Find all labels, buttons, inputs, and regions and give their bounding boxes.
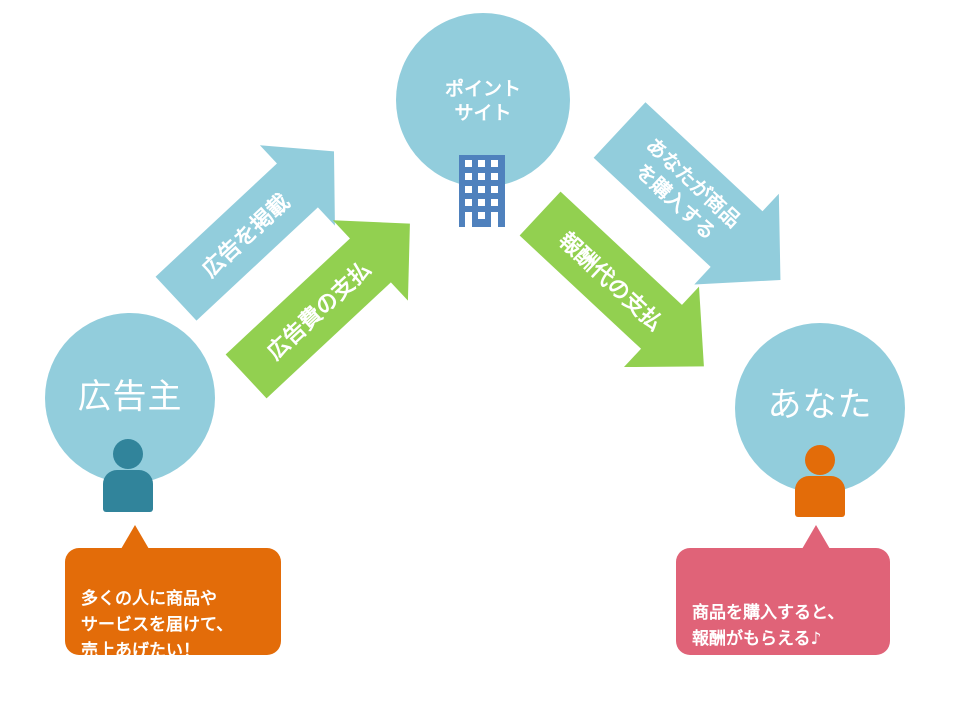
advertiser-person-icon bbox=[103, 439, 153, 513]
you-circle: あなた bbox=[735, 323, 905, 493]
advertiser-speech-bubble: 多くの人に商品や サービスを届けて、 売上あげたい！ bbox=[65, 525, 281, 661]
you-speech-bubble: 商品を購入すると、 報酬がもらえる♪ bbox=[676, 525, 890, 655]
person-body bbox=[103, 470, 153, 512]
person-body bbox=[795, 476, 845, 517]
you-bubble-text: 商品を購入すると、 報酬がもらえる♪ bbox=[692, 603, 845, 649]
person-head bbox=[113, 439, 143, 469]
advertiser-bubble-text: 多くの人に商品や サービスを届けて、 売上あげたい！ bbox=[81, 589, 234, 661]
point-site-label: ポイント サイト bbox=[444, 78, 521, 124]
you-label: あなた bbox=[767, 384, 873, 425]
you-person-icon bbox=[795, 445, 845, 517]
building-icon bbox=[459, 155, 505, 227]
person-head bbox=[805, 445, 835, 475]
advertiser-label: 広告主 bbox=[77, 376, 183, 417]
